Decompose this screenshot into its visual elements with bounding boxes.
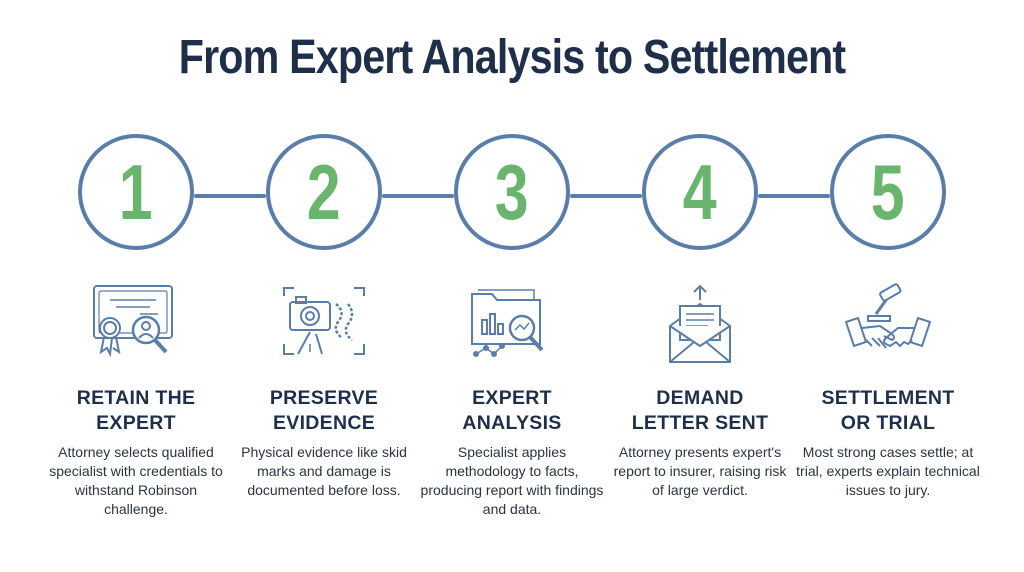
step-3-number: 3 [495, 148, 529, 236]
step-4-description: Attorney presents expert's report to ins… [613, 444, 787, 498]
step-3-description: Specialist applies methodology to facts,… [420, 444, 604, 517]
step-5-heading-line2: OR TRIAL [840, 412, 936, 434]
step-5-heading-line1: SETTLEMENT [821, 387, 955, 409]
connector-line-1-2 [194, 194, 266, 198]
page-title: From Expert Analysis to Settlement [178, 31, 846, 84]
step-3-heading-line2: ANALYSIS [462, 412, 562, 434]
step-5-number: 5 [871, 148, 905, 236]
step-5-description: Most strong cases settle; at trial, expe… [796, 444, 980, 498]
step-1-description: Attorney selects qualified specialist wi… [49, 444, 223, 517]
gavel-handshake-icon [840, 282, 936, 366]
step-3-circle: 3 [454, 134, 570, 250]
folder-chart-magnifier-icon [464, 282, 560, 366]
step-1-circle: 1 [78, 134, 194, 250]
step-2-heading-line2: EVIDENCE [272, 412, 376, 434]
step-2-heading-line1: PRESERVE [269, 387, 379, 409]
step-1-heading: RETAIN THE EXPERT [42, 386, 230, 436]
envelope-letter-icon [652, 282, 748, 366]
step-3-heading: EXPERT ANALYSIS [418, 386, 606, 436]
step-4-heading-line2: LETTER SENT [631, 412, 769, 434]
step-1-heading-line2: EXPERT [96, 412, 176, 434]
step-4-circle: 4 [642, 134, 758, 250]
step-1-number: 1 [119, 148, 153, 236]
step-2-number: 2 [307, 148, 341, 236]
step-4-heading-line1: DEMAND [656, 387, 744, 409]
step-4-heading: DEMAND LETTER SENT [606, 386, 794, 436]
camera-skid-marks-icon [276, 282, 372, 366]
step-2-description: Physical evidence like skid marks and da… [241, 444, 407, 498]
step-4-number: 4 [683, 148, 717, 236]
certificate-magnifier-icon [88, 282, 184, 366]
connector-line-3-4 [570, 194, 642, 198]
step-5-circle: 5 [830, 134, 946, 250]
step-2-circle: 2 [266, 134, 382, 250]
step-3-heading-line1: EXPERT [472, 387, 552, 409]
step-2-heading: PRESERVE EVIDENCE [230, 386, 418, 436]
connector-line-2-3 [382, 194, 454, 198]
step-1-heading-line1: RETAIN THE [76, 387, 196, 409]
connector-line-4-5 [758, 194, 830, 198]
step-5-heading: SETTLEMENT OR TRIAL [794, 386, 982, 436]
